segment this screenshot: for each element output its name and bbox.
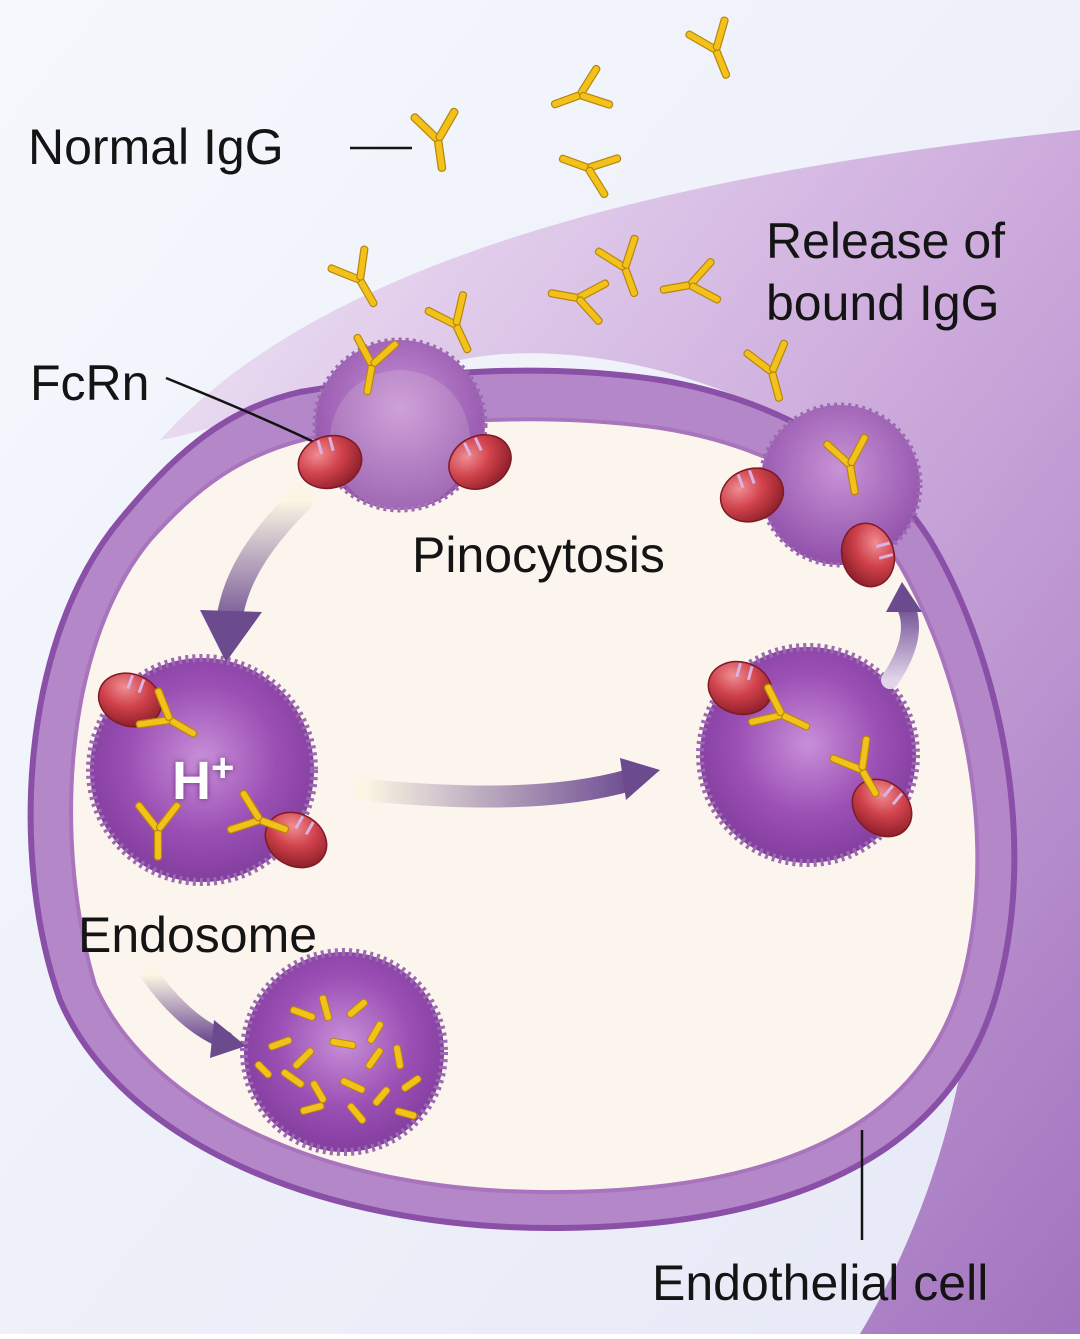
label-endothelial-cell: Endothelial cell [652,1255,989,1311]
label-pinocytosis: Pinocytosis [412,527,665,583]
label-h-plus-base: H [172,751,211,811]
label-release-line2: bound IgG [766,275,1000,331]
label-fcrn: FcRn [30,355,150,411]
label-h-plus-sup: + [211,746,235,790]
label-h-plus: H+ [172,748,234,808]
label-normal-igg: Normal IgG [28,119,284,175]
label-release-line1: Release of [766,213,1006,269]
label-release-bound-igg: Release of bound IgG [766,210,1005,334]
label-endosome: Endosome [78,907,318,963]
